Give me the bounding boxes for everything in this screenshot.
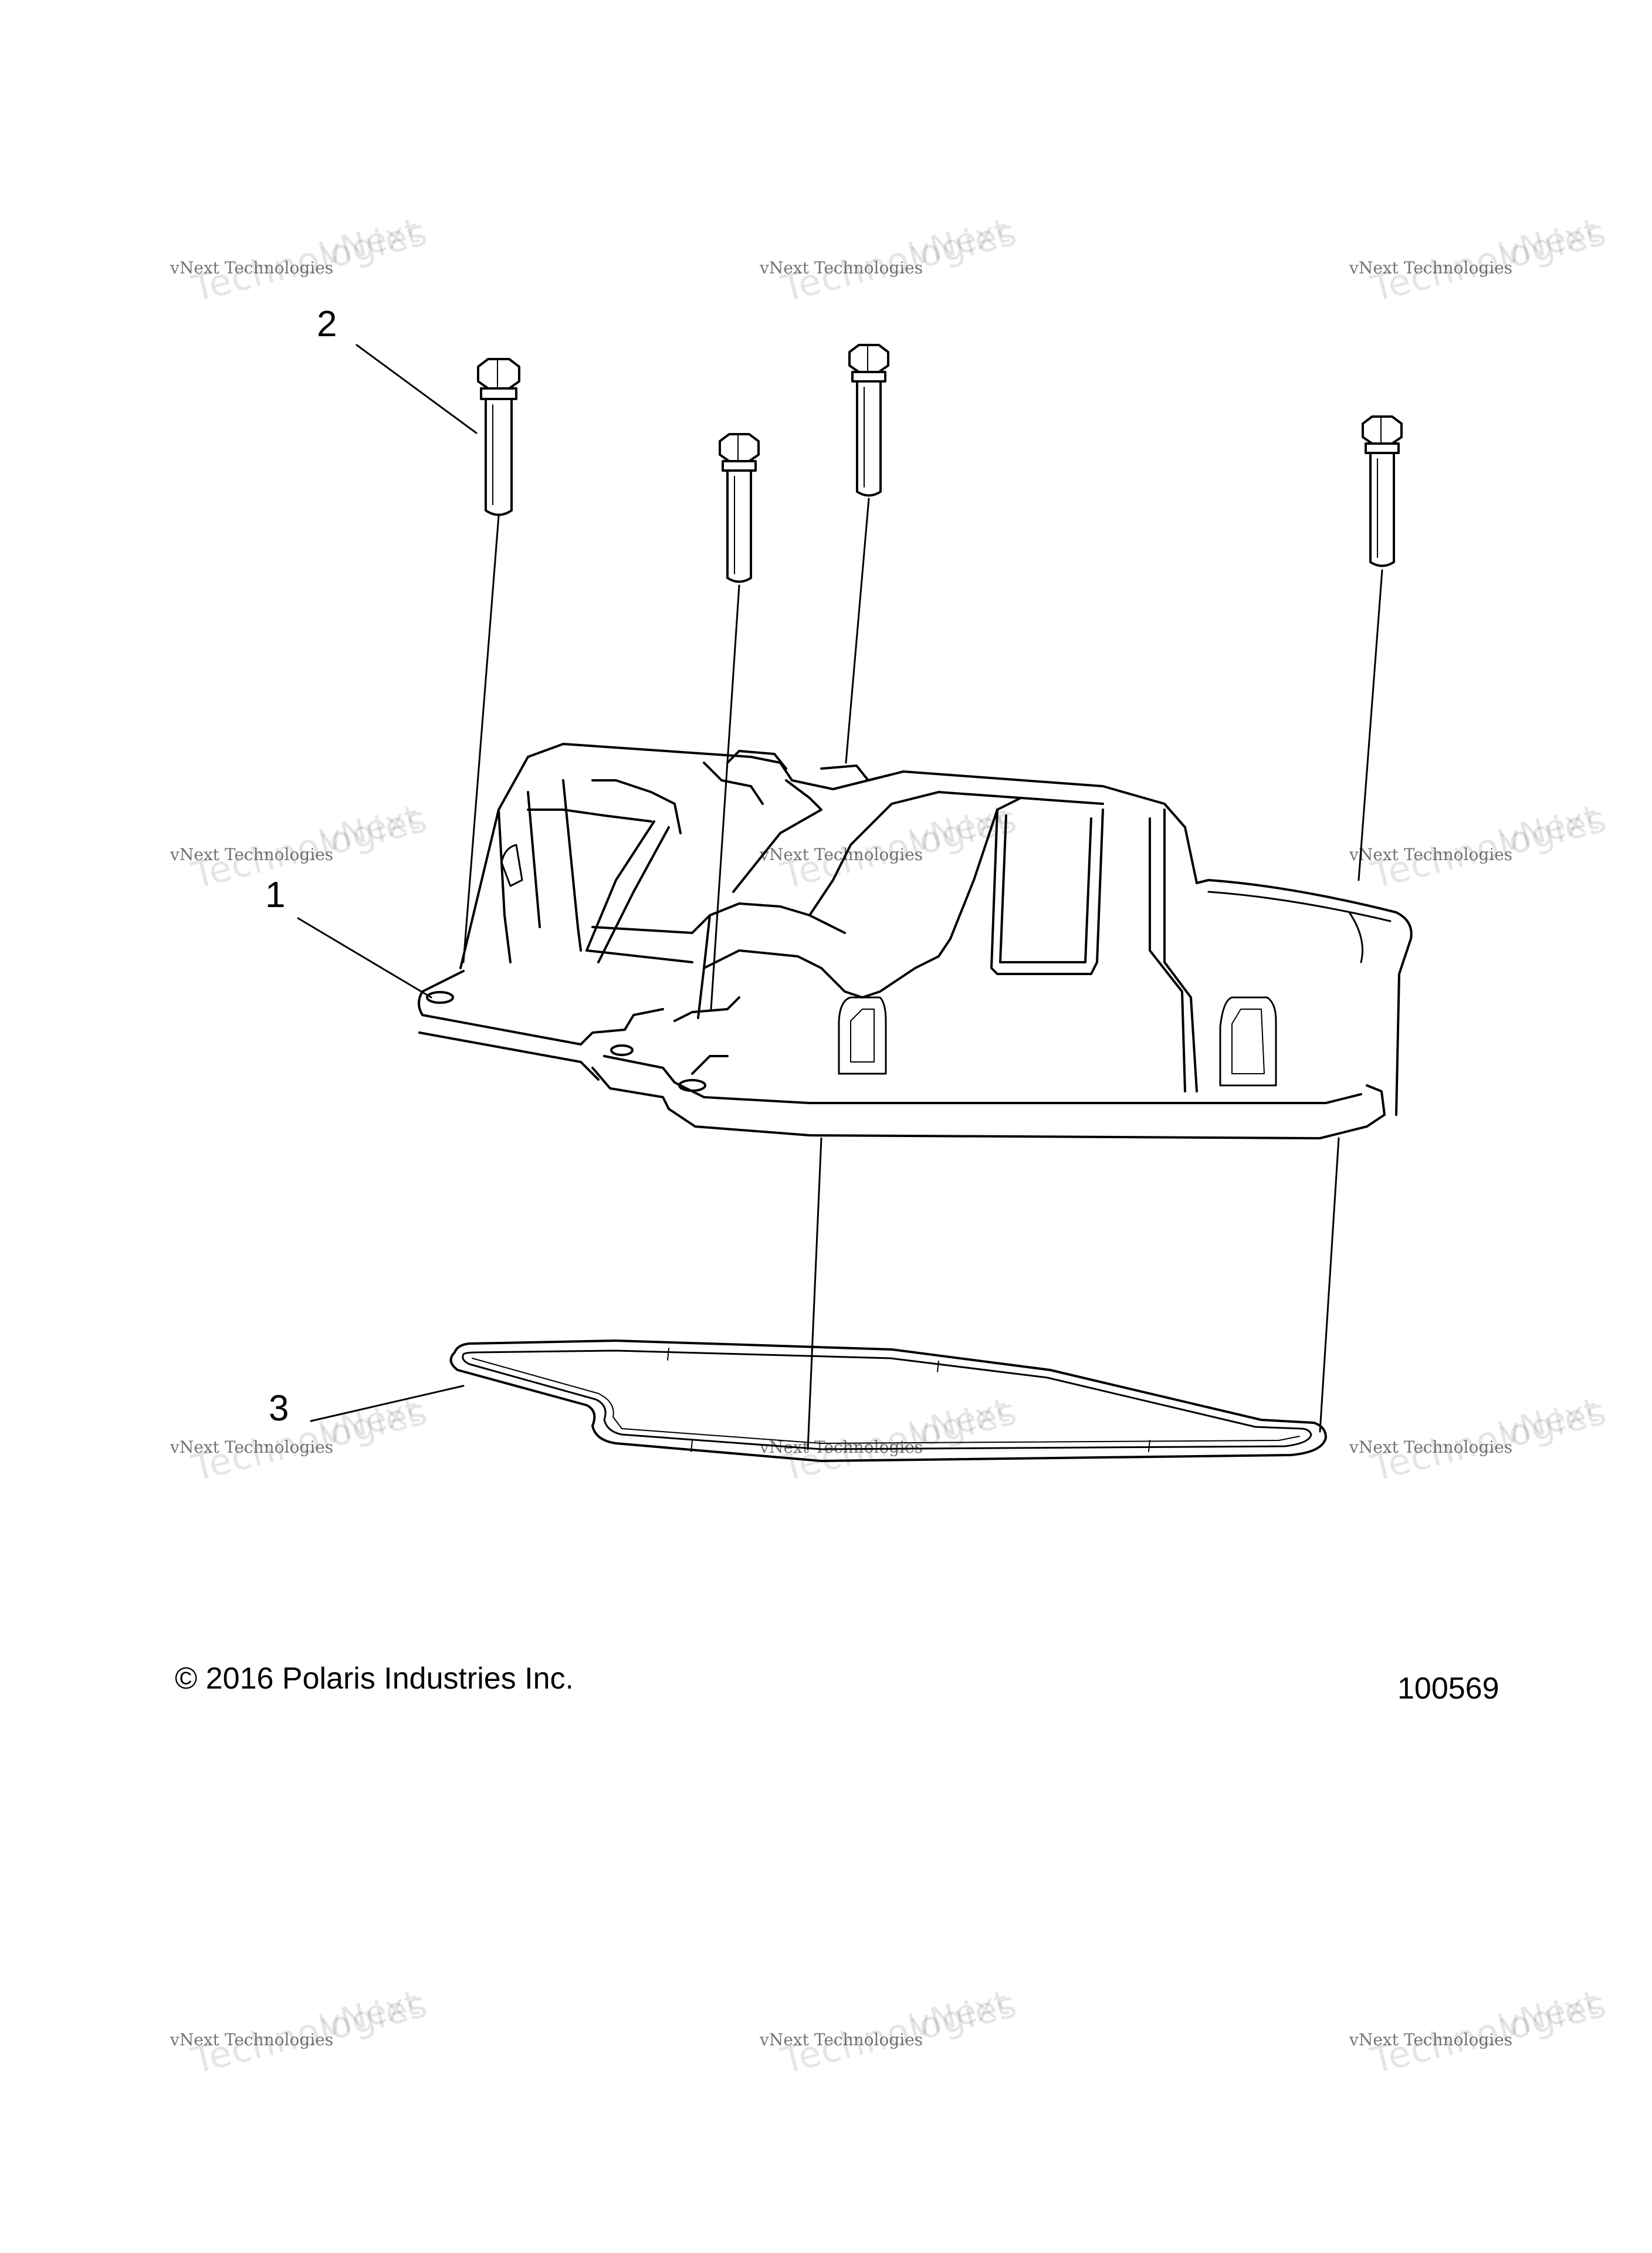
callout-2: 2 [317, 304, 337, 344]
gasket [449, 1339, 1327, 1462]
leader-line-2 [356, 344, 478, 434]
leader-line-3 [310, 1385, 465, 1422]
figure-number: 100569 [1397, 1672, 1499, 1706]
leader-line-1 [297, 917, 432, 999]
valve-cover [418, 743, 1413, 1139]
callout-1: 1 [265, 875, 286, 915]
bolt-left [477, 358, 520, 516]
callout-3: 3 [269, 1388, 289, 1429]
copyright-text: © 2016 Polaris Industries Inc. [175, 1662, 574, 1696]
bolt-right [1362, 415, 1403, 567]
bolt-center-right [848, 344, 889, 497]
bolt-center-left [719, 433, 760, 583]
